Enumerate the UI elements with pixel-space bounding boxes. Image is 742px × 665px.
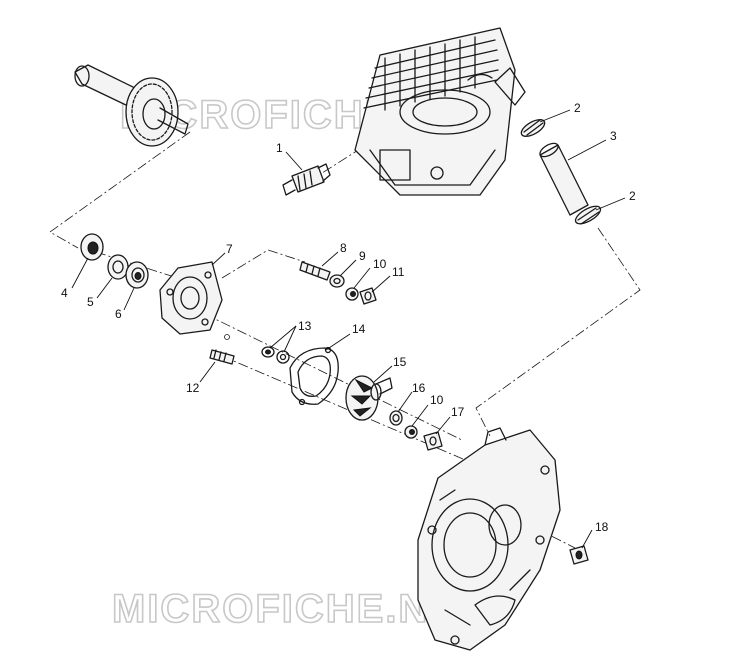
callout-1: 1 (276, 141, 283, 155)
part-13-o-ring-right (276, 350, 290, 364)
callout-18: 18 (595, 520, 609, 534)
callout-7: 7 (226, 242, 233, 256)
callout-13: 13 (298, 319, 312, 333)
part-8-stud (299, 261, 331, 281)
part-7-pump-housing (159, 261, 230, 340)
part-2-hose-clamp-upper (520, 119, 546, 137)
part-2-hose-clamp-lower (574, 205, 602, 225)
callout-8: 8 (340, 241, 347, 255)
part-5-seal (107, 254, 129, 280)
part-3-hose (539, 142, 589, 216)
callout-12: 12 (186, 381, 200, 395)
callout-4: 4 (61, 286, 68, 300)
crankcase-cover (417, 427, 561, 651)
part-14-gasket (289, 346, 339, 406)
gear-shaft-assembly (74, 64, 189, 147)
part-13-o-ring-left (261, 346, 275, 358)
callout-10-upper: 10 (373, 257, 387, 271)
callout-9: 9 (359, 249, 366, 263)
part-9-washer (329, 274, 345, 288)
part-16-seal (389, 410, 403, 426)
callout-11: 11 (392, 265, 405, 279)
part-1-sensor (282, 163, 331, 196)
part-18-nut (569, 545, 589, 565)
callout-numbers: 1 2 3 2 4 5 6 7 8 9 10 11 12 13 14 15 16… (61, 101, 636, 534)
callout-5: 5 (87, 295, 94, 309)
part-10-washer-upper (345, 287, 359, 301)
part-17-nut (423, 431, 443, 451)
part-12-stud (209, 349, 235, 365)
callout-6: 6 (115, 307, 122, 321)
part-15-impeller (345, 375, 393, 421)
callout-2-lower: 2 (629, 189, 636, 203)
callout-2-upper: 2 (574, 101, 581, 115)
callout-3: 3 (610, 129, 617, 143)
callout-15: 15 (393, 355, 407, 369)
part-6-bearing (125, 261, 149, 289)
part-10-washer-lower (404, 425, 418, 439)
callout-10-lower: 10 (430, 393, 444, 407)
part-4-bearing (80, 233, 104, 261)
engine-cylinder (354, 27, 526, 196)
callout-14: 14 (352, 322, 366, 336)
callout-17: 17 (451, 405, 465, 419)
callout-leaders (71, 109, 626, 549)
callout-16: 16 (412, 381, 426, 395)
